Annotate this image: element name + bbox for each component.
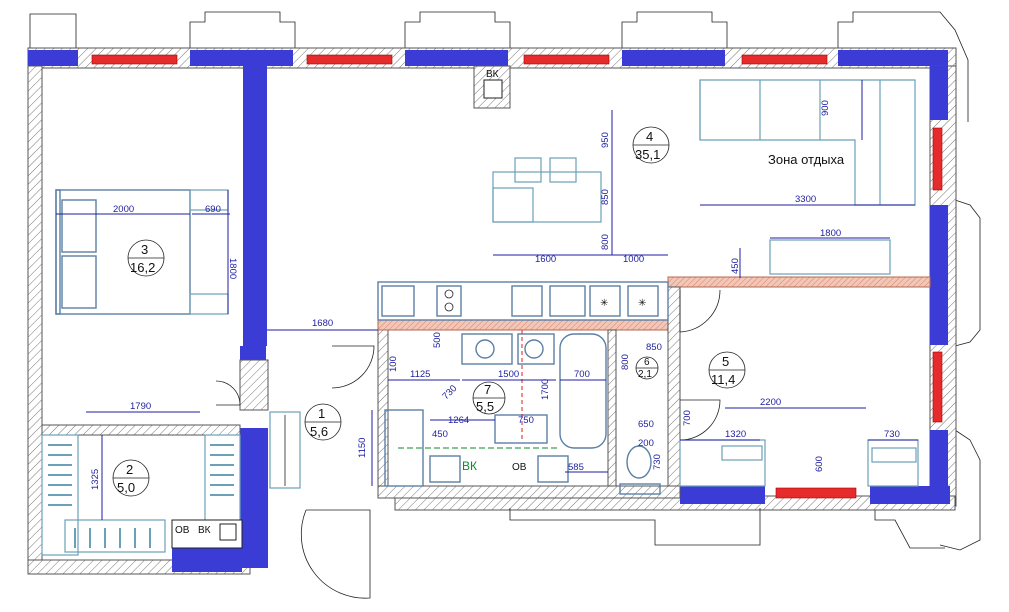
dim-1700: 1700: [540, 379, 551, 400]
dim-500: 500: [432, 332, 443, 348]
dim-850-wc: 850: [646, 342, 662, 353]
room-7-label: 7 5,5: [472, 381, 506, 415]
wall-segments-bottom: [172, 428, 950, 572]
dim-1500: 1500: [498, 369, 519, 380]
dim-1000: 1000: [623, 254, 644, 265]
wall-room5-top: [667, 276, 931, 288]
dim-bedside: 690: [205, 204, 221, 215]
dim-200: 200: [638, 438, 654, 449]
dining-table: [492, 157, 602, 223]
wall-room2-top: [41, 424, 241, 436]
room-2-area: 5,0: [117, 480, 135, 495]
dim-1680: 1680: [312, 318, 333, 329]
bed: [55, 189, 229, 315]
dim-450-bath: 450: [432, 429, 448, 440]
wall-room5-left: [667, 286, 681, 488]
dim-sofa-depth: 900: [820, 100, 831, 116]
tv-stand: [769, 239, 891, 275]
room-3-num: 3: [141, 242, 148, 257]
room-5-label: 5 11,4: [708, 351, 746, 389]
dim-650: 650: [638, 419, 654, 430]
room-1-num: 1: [318, 406, 325, 421]
radiator-bottom: [775, 487, 857, 499]
wall-segments-right: [930, 66, 948, 500]
shaft-room2-vk: ВК: [198, 525, 211, 536]
facade-bays-right: [874, 199, 981, 551]
dim-600: 600: [814, 456, 825, 472]
dim-1125: 1125: [410, 369, 430, 380]
vk-bath: ВК: [462, 459, 477, 473]
hob-icon-1: ✳: [600, 298, 608, 309]
wall-segments-top: [28, 50, 948, 66]
shaft-top-vk: ВК: [486, 69, 499, 80]
room-6-num: 6: [644, 357, 650, 368]
room-6-area: 2,1: [638, 369, 652, 380]
bath-fixtures: [384, 333, 661, 495]
wall-bath-bottom: [377, 485, 681, 499]
dim-1790: 1790: [130, 401, 151, 412]
room-4-area: 35,1: [635, 147, 660, 162]
shaft-room2-ov: ОВ: [175, 525, 190, 536]
wall-stub: [240, 346, 266, 360]
dim-sofa-length: 3300: [795, 194, 816, 205]
room-1-label: 1 5,6: [304, 403, 342, 441]
dim-1150: 1150: [357, 438, 368, 458]
dim-1320: 1320: [725, 429, 746, 440]
dim-1600: 1600: [535, 254, 556, 265]
hall-wardrobe: [269, 411, 301, 489]
radiators-right: [932, 127, 943, 423]
dim-750: 750: [518, 415, 534, 426]
wall-hatched-left: [239, 359, 269, 411]
dim-450-tv: 450: [730, 258, 741, 274]
room-6-label: 6 2,1: [635, 356, 659, 380]
shaft-top-box: [483, 79, 503, 99]
room-7-area: 5,5: [476, 399, 494, 414]
room-3-area: 16,2: [130, 260, 155, 275]
room-5-area: 11,4: [711, 372, 735, 387]
rest-zone-label: Зона отдыха: [768, 152, 845, 167]
radiators-top: [91, 54, 828, 65]
dim-1264: 1264: [448, 415, 469, 426]
wall-kitchen-bottom: [377, 319, 669, 331]
dim-tv-1800: 1800: [820, 228, 841, 239]
exterior-wall-left: [27, 65, 43, 572]
dim-1325: 1325: [90, 469, 101, 490]
wall-wc-left: [607, 329, 617, 487]
room-2-label: 2 5,0: [112, 459, 150, 497]
dim-800-wc: 800: [620, 354, 631, 370]
balcony-outline: [509, 508, 761, 546]
doors: [215, 289, 721, 599]
room-5-num: 5: [722, 354, 729, 369]
dim-100: 100: [388, 356, 399, 372]
room-1-area: 5,6: [310, 424, 328, 439]
hangers: [48, 444, 234, 548]
kitchen-counter: ✳ ✳: [377, 281, 669, 321]
dim-700-bath: 700: [574, 369, 590, 380]
dim-730-r5: 730: [884, 429, 900, 440]
sofa: [699, 79, 916, 206]
facade-bays-top: [29, 11, 969, 122]
dim-2200: 2200: [760, 397, 781, 408]
room-4-label: 4 35,1: [632, 126, 670, 164]
dim-800-top: 800: [600, 234, 611, 250]
dim-bed-length: 2000: [113, 204, 134, 215]
ov-bath: ОВ: [512, 462, 527, 473]
dim-850-top: 850: [600, 189, 611, 205]
room5-furniture: [679, 439, 919, 487]
room-7-num: 7: [484, 382, 491, 397]
room-3-label: 1 3 16,2: [127, 239, 165, 277]
room-2-num: 2: [126, 462, 133, 477]
dim-730-diag: 730: [440, 383, 459, 402]
hob-icon-2: ✳: [638, 298, 646, 309]
dim-585: 585: [568, 462, 584, 473]
wall-bedroom-right: [243, 66, 267, 346]
dim-700-wc: 700: [682, 410, 693, 426]
dim-950: 950: [600, 132, 611, 148]
dim-730-wc: 730: [652, 454, 663, 470]
room-4-num: 4: [646, 129, 653, 144]
dim-bed-width: 1800: [227, 258, 238, 279]
